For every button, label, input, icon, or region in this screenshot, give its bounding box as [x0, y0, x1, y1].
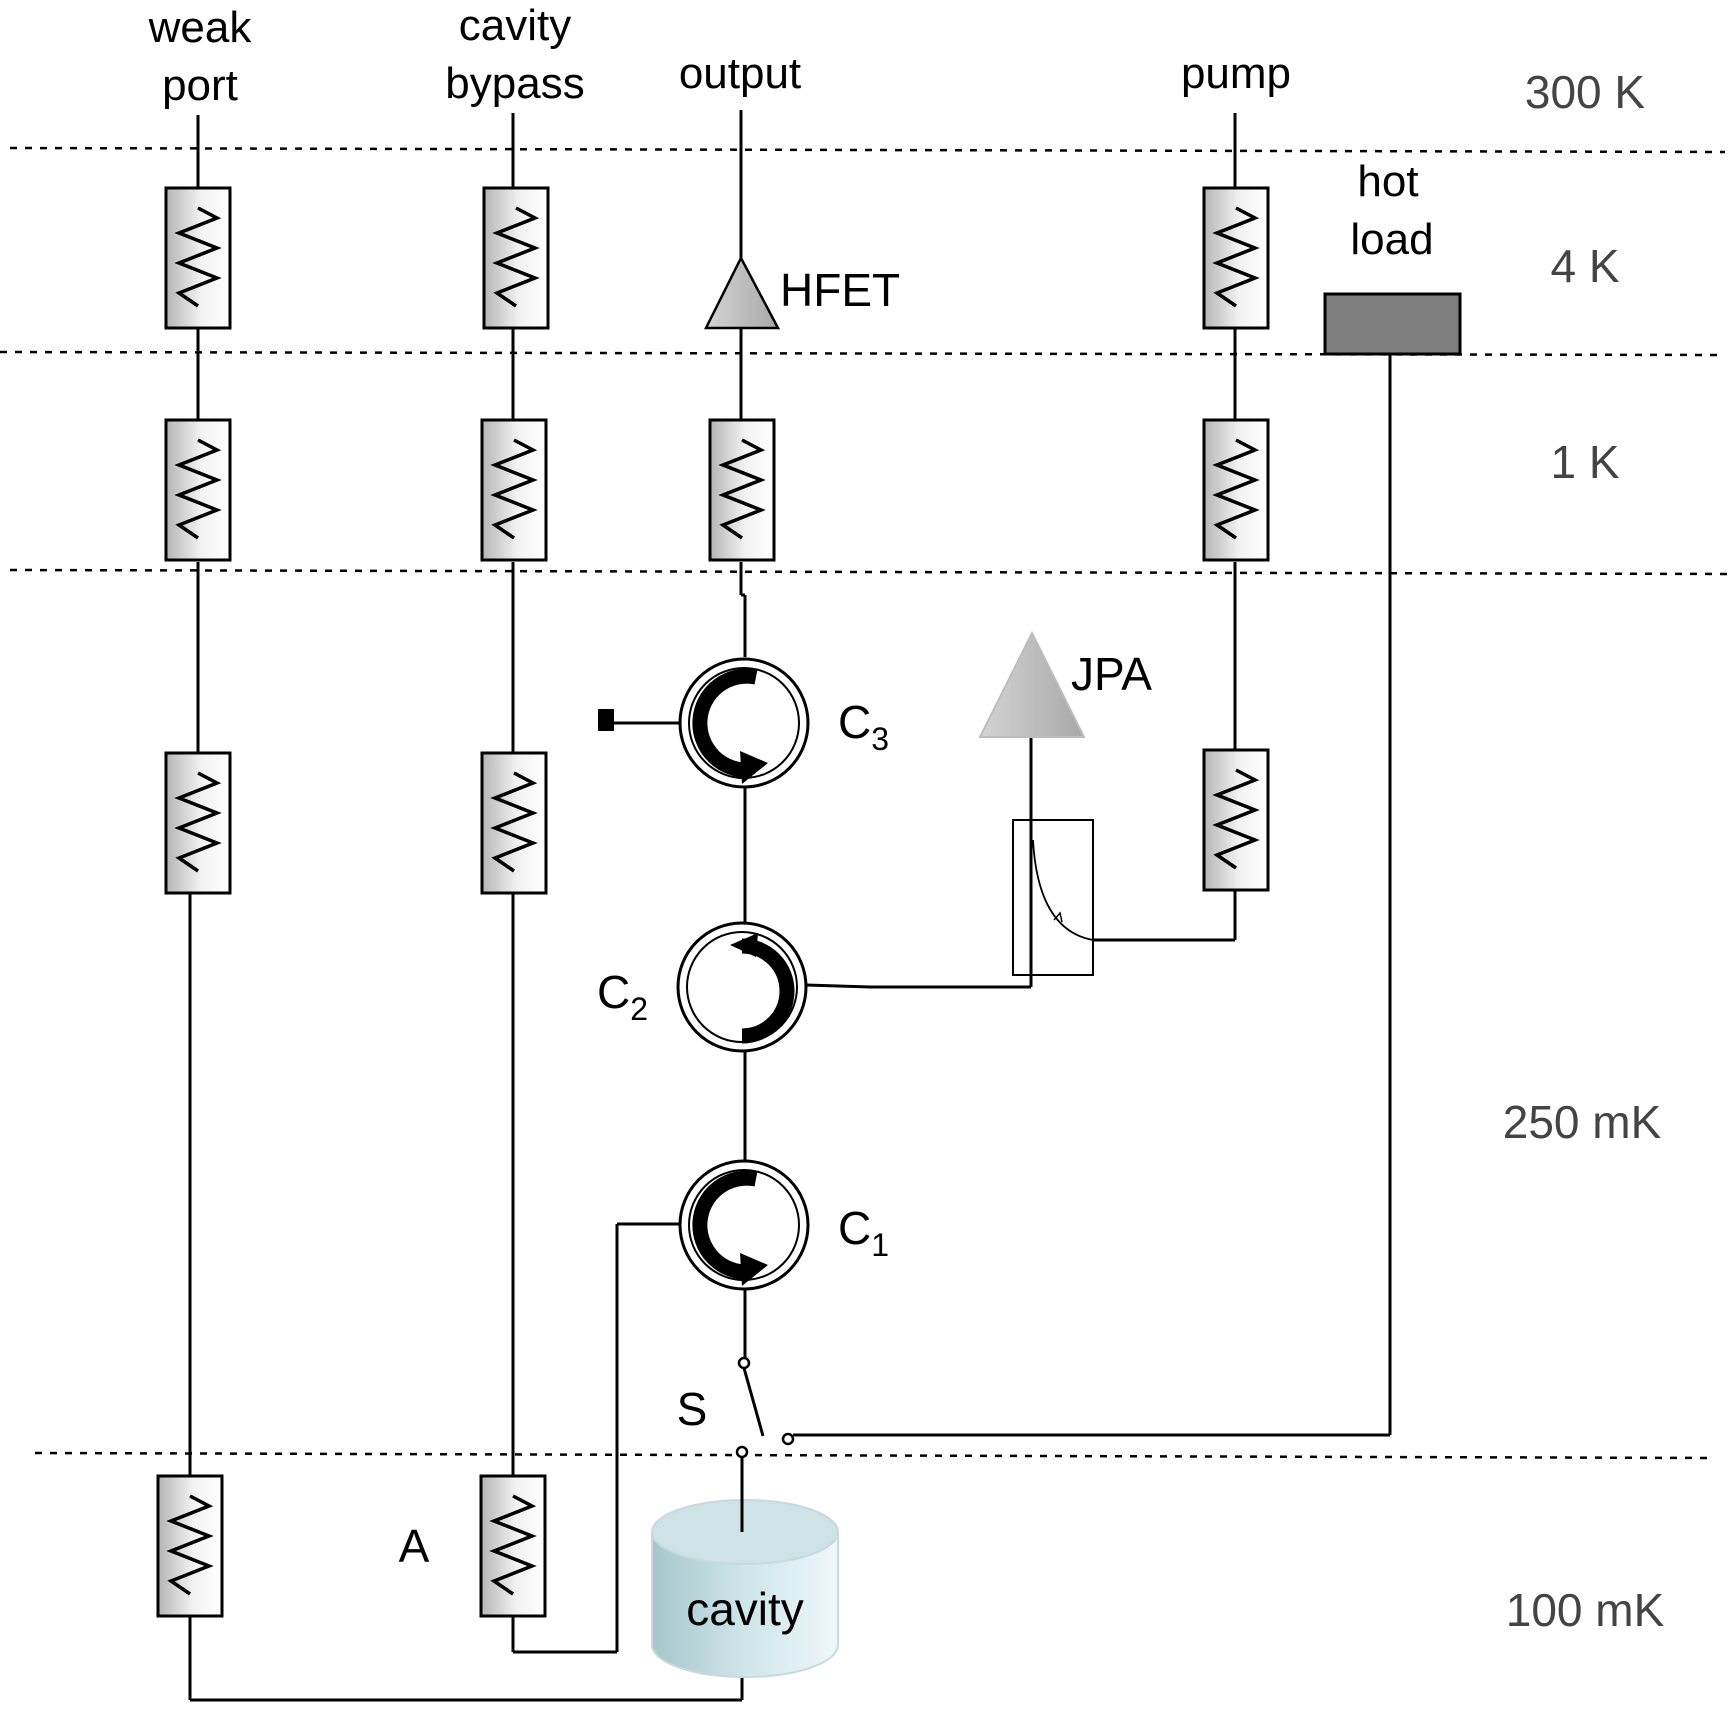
pump-attenuator-1k [1202, 418, 1270, 562]
attenuator-a-label: A [399, 1520, 430, 1572]
cavity-bypass-label-line1: cavity [459, 1, 571, 50]
directional-coupler [805, 737, 1094, 989]
cavity-bypass-line [511, 113, 680, 1654]
circulator-c3 [598, 657, 810, 789]
circulator-c3-arrow-icon [692, 668, 758, 778]
stage-divider-300k-4k [9, 146, 1726, 154]
stage-divider-1k-250mk [9, 568, 1733, 576]
hot-load [1323, 292, 1462, 356]
bypass-attenuator-1k [480, 418, 548, 562]
temp-100mk: 100 mK [1506, 1584, 1665, 1636]
cavity-label: cavity [686, 1583, 804, 1635]
cavity-bypass-label-line2: bypass [445, 59, 584, 108]
weak-port-line [188, 115, 744, 1702]
jpa-label: JPA [1071, 648, 1152, 700]
c3-label: C3 [838, 696, 889, 757]
temp-1k: 1 K [1550, 436, 1619, 488]
temp-250mk: 250 mK [1503, 1096, 1662, 1148]
output-attenuator-1k [708, 418, 776, 562]
weak-port-attenuator-1k [164, 418, 232, 562]
c2-label: C2 [597, 966, 648, 1027]
hfet-label: HFET [780, 264, 900, 316]
circulator-c1-arrow-icon [692, 1170, 758, 1280]
temp-300k: 300 K [1525, 66, 1646, 118]
cavity [651, 1499, 839, 1678]
circulator-c1 [678, 1159, 810, 1291]
bypass-attenuator-250mk [480, 751, 548, 895]
pump-attenuator-4k [1202, 186, 1270, 330]
pump-attenuator-250mk [1202, 748, 1270, 892]
circulator-c2 [676, 921, 808, 1053]
stage-divider-250mk-100mk [34, 1451, 1716, 1460]
weak-port-label-line1: weak [148, 3, 253, 52]
weak-port-attenuator-250mk [164, 751, 232, 895]
pump-label: pump [1181, 49, 1291, 98]
stage-divider-4k-1k [0, 350, 1726, 357]
temp-4k: 4 K [1550, 240, 1619, 292]
hot-load-label-line2: load [1350, 215, 1433, 264]
switch-label: S [677, 1383, 708, 1435]
output-label: output [679, 49, 801, 98]
output-line [739, 110, 747, 1360]
pump-line [1093, 113, 1237, 942]
weak-port-attenuator-100mk [156, 1474, 224, 1618]
c1-label: C1 [838, 1202, 889, 1263]
hot-load-label-line1: hot [1357, 157, 1418, 206]
weak-port-label-line2: port [162, 61, 238, 110]
switch-s [735, 350, 1392, 1532]
circulator-c2-arrow-icon [741, 938, 795, 1044]
jpa-amplifier-icon [978, 630, 1086, 738]
weak-port-attenuator-4k [164, 186, 232, 330]
bypass-attenuator-4k [482, 186, 550, 330]
attenuator-a [479, 1474, 547, 1618]
hfet-amplifier-icon [703, 255, 781, 330]
